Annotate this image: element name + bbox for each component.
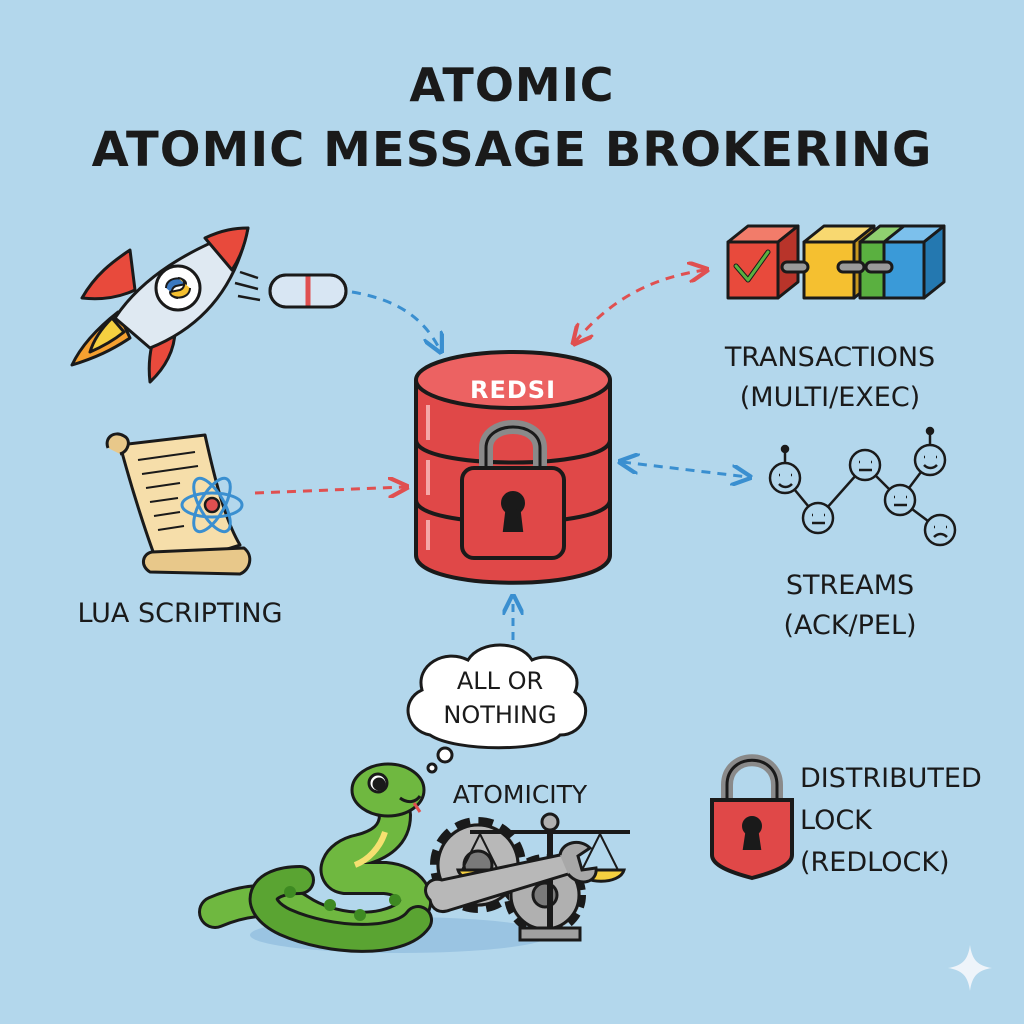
- transactions-label-line-2: (MULTI/EXEC): [739, 382, 921, 413]
- distributed-lock-label-line-2: LOCK: [800, 805, 872, 836]
- transactions-label-line-1: TRANSACTIONS: [724, 342, 936, 373]
- scroll-icon: [105, 432, 252, 576]
- distributed-lock-label-line-1: DISTRIBUTED: [800, 763, 982, 794]
- streams-label-line-2: (ACK/PEL): [783, 610, 917, 641]
- bubble-text: ALL OR NOTHING: [430, 664, 570, 732]
- arrow-lua-to-db: [254, 487, 405, 493]
- stream-nodes-icon: [768, 426, 957, 547]
- bubble-text-line-1: ALL OR: [456, 667, 544, 695]
- title-line-1: ATOMIC: [409, 58, 615, 112]
- lua-scripting-label: LUA SCRIPTING: [77, 598, 283, 629]
- bubble-text-line-2: NOTHING: [443, 701, 557, 729]
- snake-icon: [198, 762, 550, 953]
- streams-label-line-1: STREAMS: [785, 570, 915, 601]
- transactions-label: TRANSACTIONS (MULTI/EXEC): [700, 338, 960, 418]
- streams-label: STREAMS (ACK/PEL): [750, 566, 950, 646]
- thought-bubble-icon: [406, 643, 588, 774]
- arrow-capsule-to-db: [351, 290, 440, 350]
- capsule-icon: [268, 273, 348, 309]
- sparkle-icon: [948, 945, 992, 991]
- atom-icon: [180, 476, 244, 534]
- distributed-lock-label: DISTRIBUTED LOCK (REDLOCK): [800, 758, 982, 884]
- distributed-lock-label-line-3: (REDLOCK): [800, 847, 950, 878]
- padlock-icon: [710, 754, 794, 881]
- wrench-icon: [424, 840, 598, 914]
- atomicity-label: ATOMICITY: [452, 780, 588, 809]
- database-label: REDSI: [470, 376, 556, 404]
- blocks-icon: [726, 224, 946, 300]
- padlock-icon: [460, 420, 566, 560]
- title-line-2: ATOMIC MESSAGE BROKERING: [91, 122, 933, 178]
- rocket-icon: [70, 226, 261, 384]
- arrow-db-streams: [622, 462, 748, 477]
- arrow-db-transactions: [575, 270, 705, 342]
